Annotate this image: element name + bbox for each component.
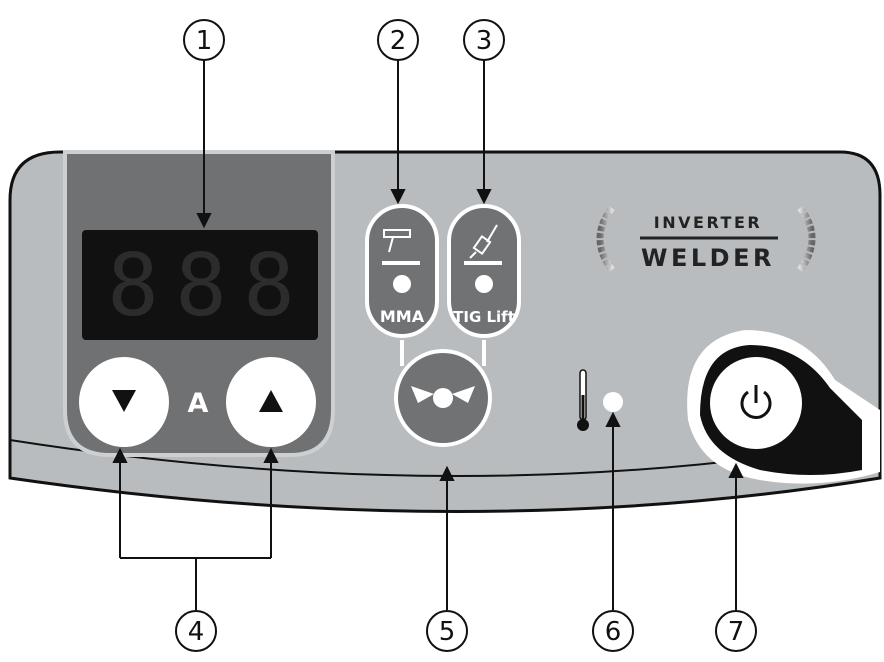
- callout-2-label: 2: [390, 26, 407, 56]
- power-icon: [740, 385, 772, 419]
- triangle-down-icon: [112, 390, 136, 412]
- callout-3: 3: [463, 19, 505, 61]
- stick-electrode-icon: [382, 229, 420, 265]
- tig-torch-icon: [464, 224, 502, 265]
- mma-mode-label: MMA: [380, 307, 425, 326]
- thermal-overload-indicator: [577, 369, 623, 431]
- triangle-up-icon: [259, 390, 283, 412]
- logo-bottom-text: WELDER: [641, 244, 775, 272]
- callout-4-label: 4: [188, 617, 205, 647]
- increase-current-button[interactable]: [224, 355, 318, 449]
- callout-6: 6: [592, 610, 634, 652]
- mma-mode-indicator: MMA: [365, 204, 439, 338]
- amperage-section: 8 8 8 A: [63, 150, 335, 457]
- display-digit-3: 8: [243, 236, 295, 336]
- tig-lift-mode-label: TIG Lift: [453, 308, 515, 326]
- mode-section: MMA TIG Lift: [365, 204, 521, 447]
- callout-leaders: [112, 60, 744, 610]
- mode-select-icon: [411, 386, 475, 408]
- callout-7-label: 7: [728, 617, 745, 647]
- callout-6-label: 6: [605, 617, 622, 647]
- logo-top-text: INVERTER: [654, 213, 762, 232]
- amperage-unit-label: A: [188, 388, 209, 419]
- tig-lift-mode-indicator: TIG Lift: [447, 204, 521, 338]
- power-button[interactable]: [710, 357, 802, 449]
- callout-1-label: 1: [196, 26, 213, 56]
- callout-4: 4: [175, 610, 217, 652]
- callout-1: 1: [183, 19, 225, 61]
- inverter-welder-logo: INVERTER WELDER: [596, 205, 816, 273]
- display-digit-2: 8: [175, 236, 227, 336]
- callout-5-label: 5: [439, 617, 456, 647]
- power-section: [687, 330, 880, 484]
- mode-select-button[interactable]: [394, 349, 492, 447]
- callout-5: 5: [426, 610, 468, 652]
- thermal-led: [603, 392, 623, 412]
- led-display: [82, 230, 318, 340]
- thermometer-icon: [577, 369, 589, 431]
- callout-7: 7: [715, 610, 757, 652]
- callout-2: 2: [377, 19, 419, 61]
- callout-3-label: 3: [476, 26, 493, 56]
- decrease-current-button[interactable]: [77, 355, 171, 449]
- display-digit-1: 8: [107, 236, 159, 336]
